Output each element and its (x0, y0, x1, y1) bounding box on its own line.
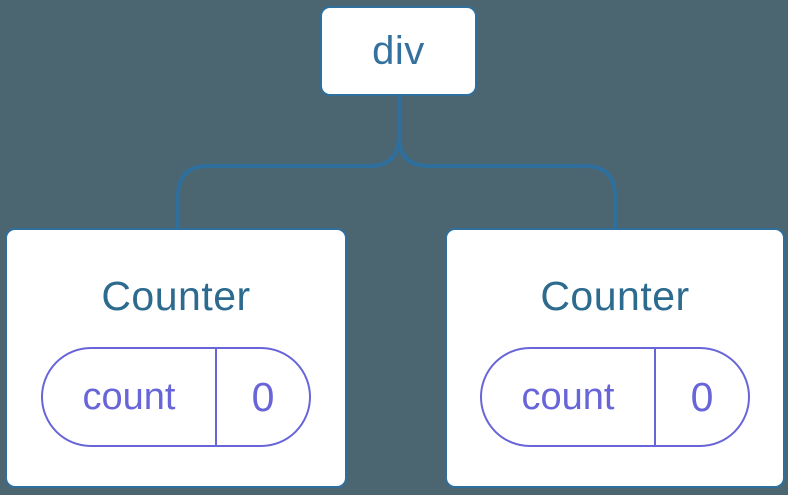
counter-title: Counter (101, 273, 251, 319)
state-pill-divider (215, 349, 217, 445)
state-key: count (82, 375, 176, 418)
state-value: 0 (690, 373, 714, 420)
connector-line-right (397, 94, 617, 230)
state-key: count (521, 375, 615, 418)
counter-title: Counter (540, 273, 690, 319)
tree-node-counter-1: Counter count 0 (5, 228, 347, 488)
tree-node-counter-2: Counter count 0 (445, 228, 785, 488)
state-pill-divider (654, 349, 656, 445)
state-value: 0 (251, 373, 275, 420)
tree-node-div: div (320, 6, 477, 96)
div-node-label: div (372, 29, 425, 73)
state-pill: count 0 (480, 347, 750, 447)
state-pill: count 0 (41, 347, 311, 447)
connector-line-left (176, 94, 401, 230)
